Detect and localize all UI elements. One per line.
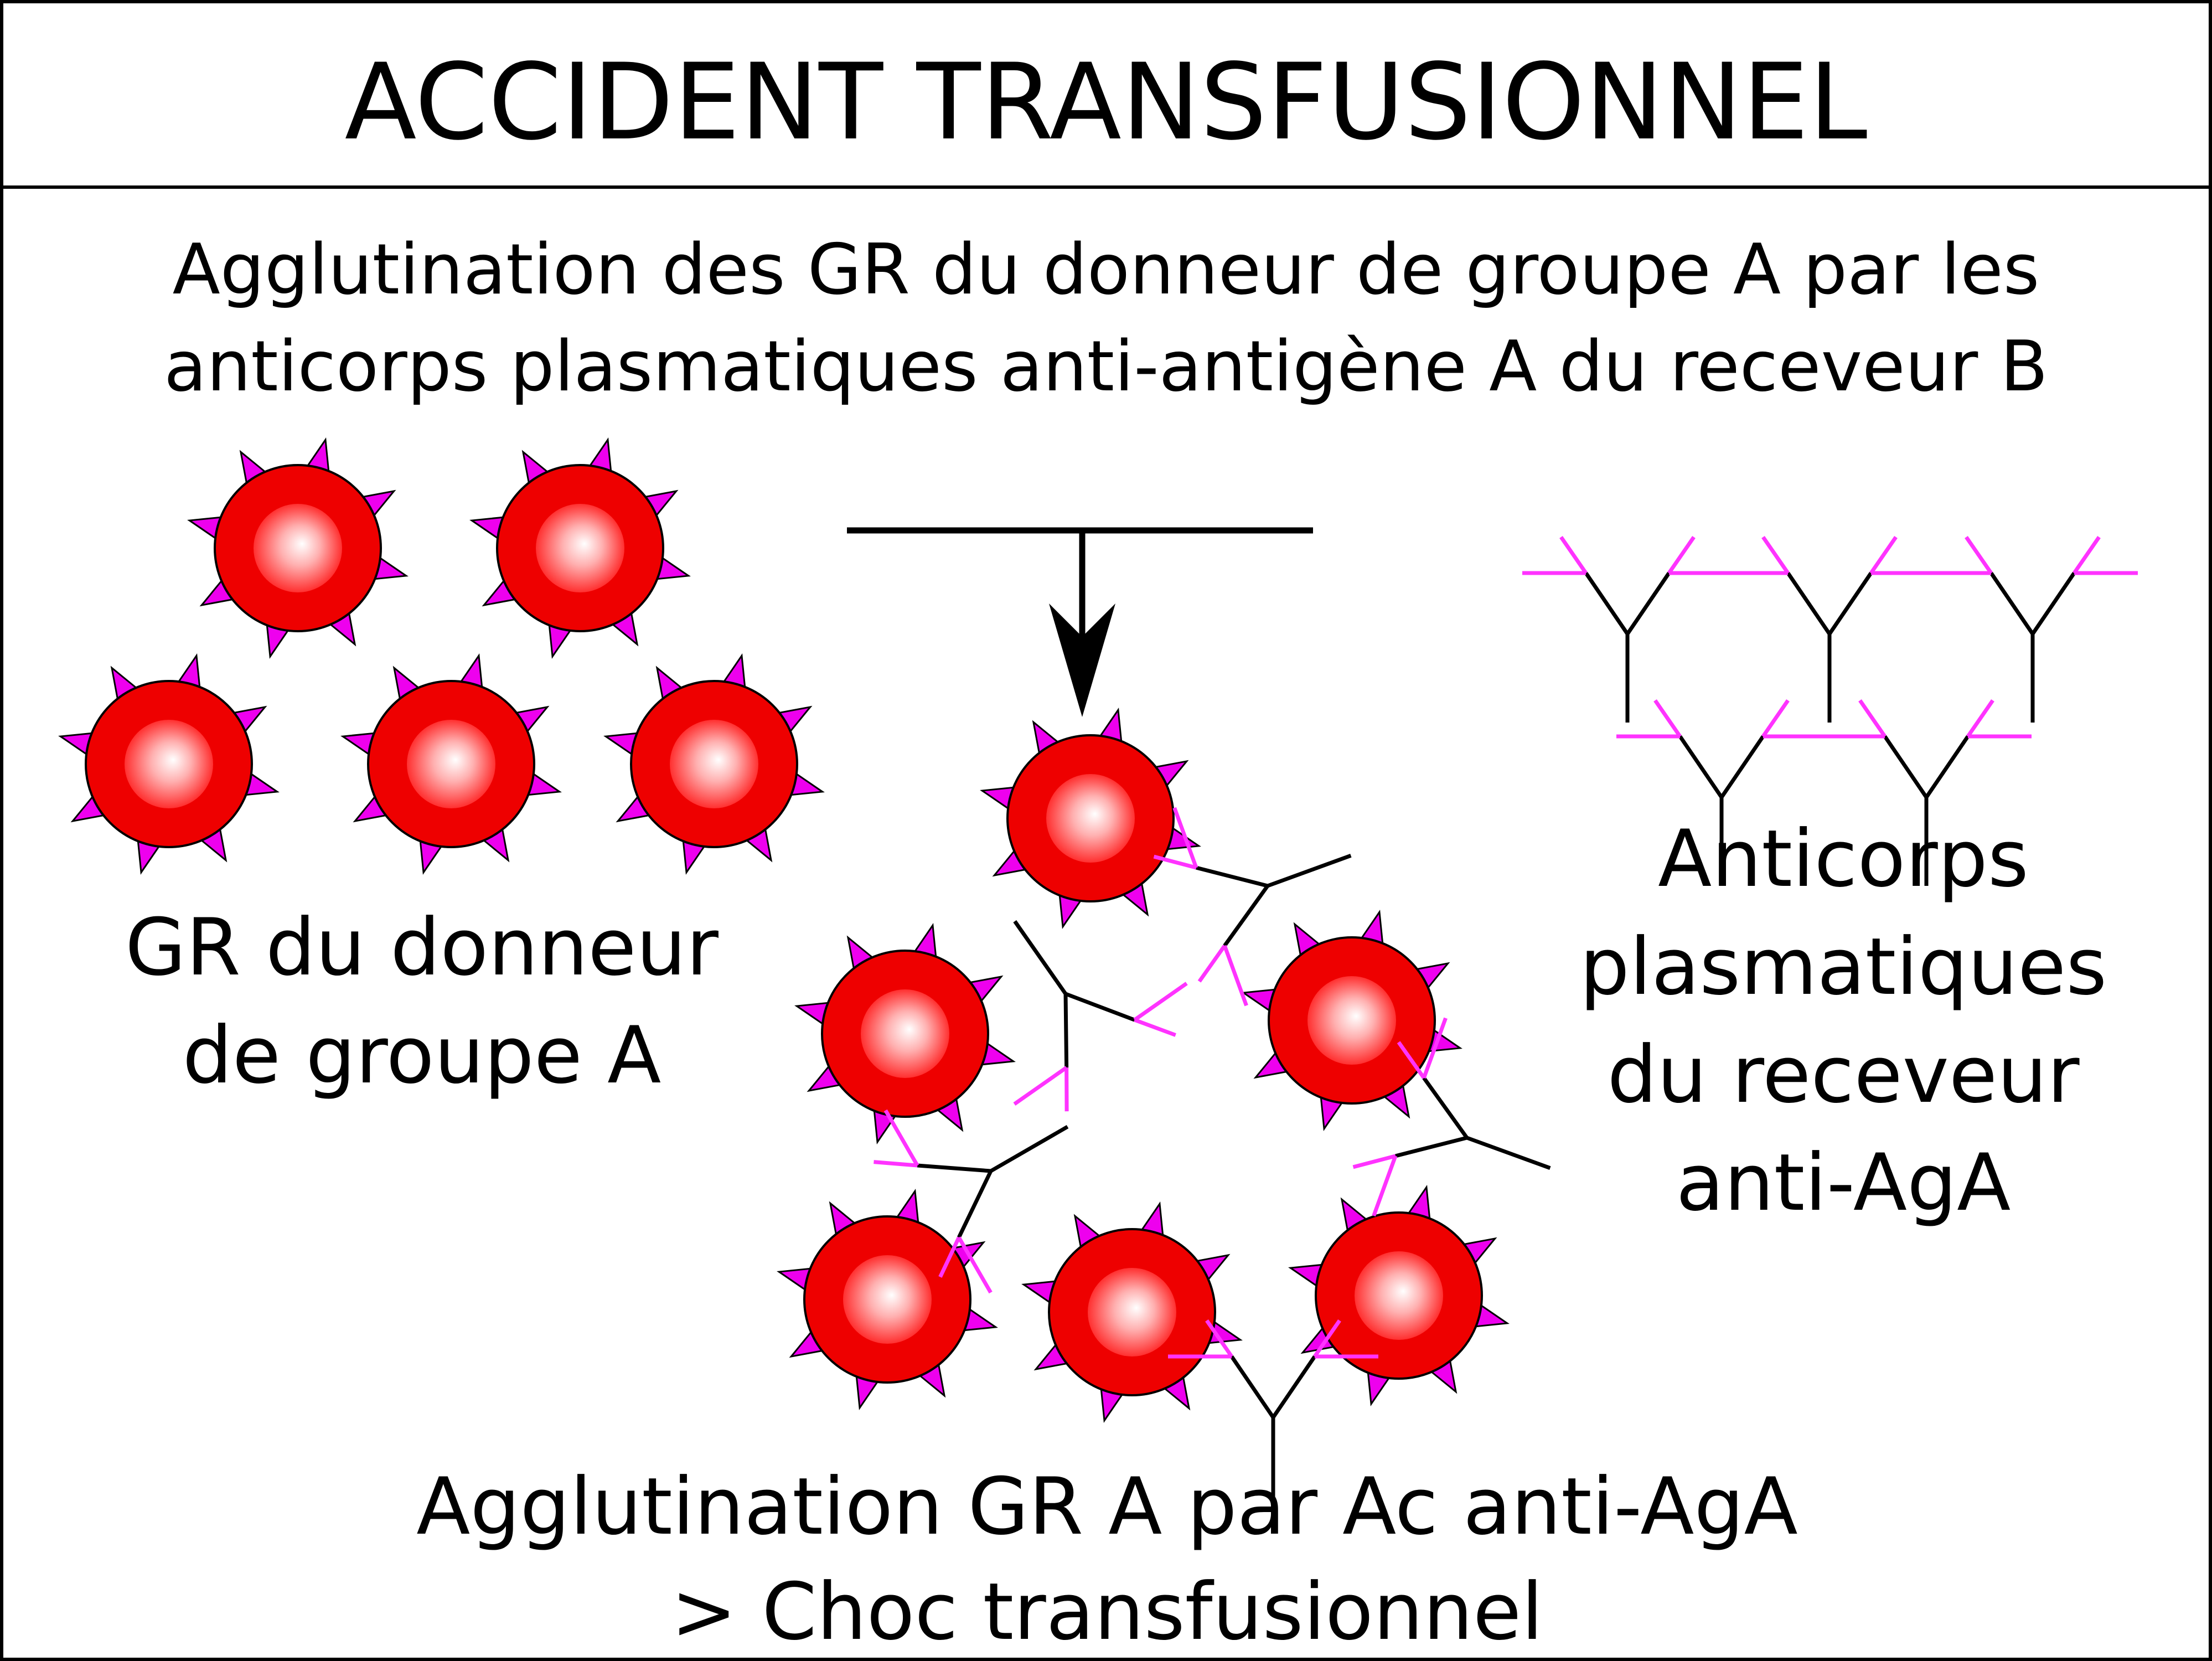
antibody-icon [1821,699,2032,886]
antibody-icon [1013,920,1188,1112]
antibody-icon [1616,699,1827,886]
agglutinated-cells [777,708,1510,1423]
result-label-line-1: Agglutination GR A par Ac anti-AgA [416,1461,1797,1552]
antibody-label-line-3: du receveur [1607,1029,2080,1121]
red-blood-cell [1288,1185,1510,1406]
antibody-icon [1927,536,2138,723]
antibody-label-line-2: plasmatiques [1580,921,2107,1013]
donor-cells [58,437,825,875]
red-blood-cell [340,653,562,875]
red-blood-cell [58,653,280,875]
bridging-antibodies [874,807,1551,1506]
title: ACCIDENT TRANSFUSIONNEL [345,41,1868,163]
donor-label-line-2: de groupe A [183,1010,661,1101]
red-blood-cell [603,653,825,875]
antibody-icon [1522,536,1733,723]
red-blood-cell [1021,1201,1243,1423]
donor-label-line-1: GR du donneur [125,902,719,993]
red-blood-cell [469,437,691,659]
antibody-icon [1352,1017,1551,1217]
antibody-icon [1168,1319,1378,1506]
subtitle-line-2: anticorps plasmatiques anti-antigène A d… [164,326,2048,407]
free-antibodies [1522,536,2138,886]
subtitle-line-1: Agglutination des GR du donneur de group… [173,229,2040,310]
red-blood-cell [1241,910,1462,1131]
red-blood-cell [777,1189,998,1410]
red-blood-cell [794,923,1016,1144]
antibody-icon [1153,807,1352,1007]
result-label-line-2: > Choc transfusionnel [671,1566,1543,1658]
antibody-icon [1724,536,1935,723]
antibody-icon [874,1109,1069,1294]
antibody-label-line-4: anti-AgA [1676,1137,2011,1229]
arrow-icon [847,527,1313,717]
red-blood-cell [187,437,409,659]
antibody-label-line-1: Anticorps [1658,813,2029,905]
red-blood-cell [980,708,1201,929]
